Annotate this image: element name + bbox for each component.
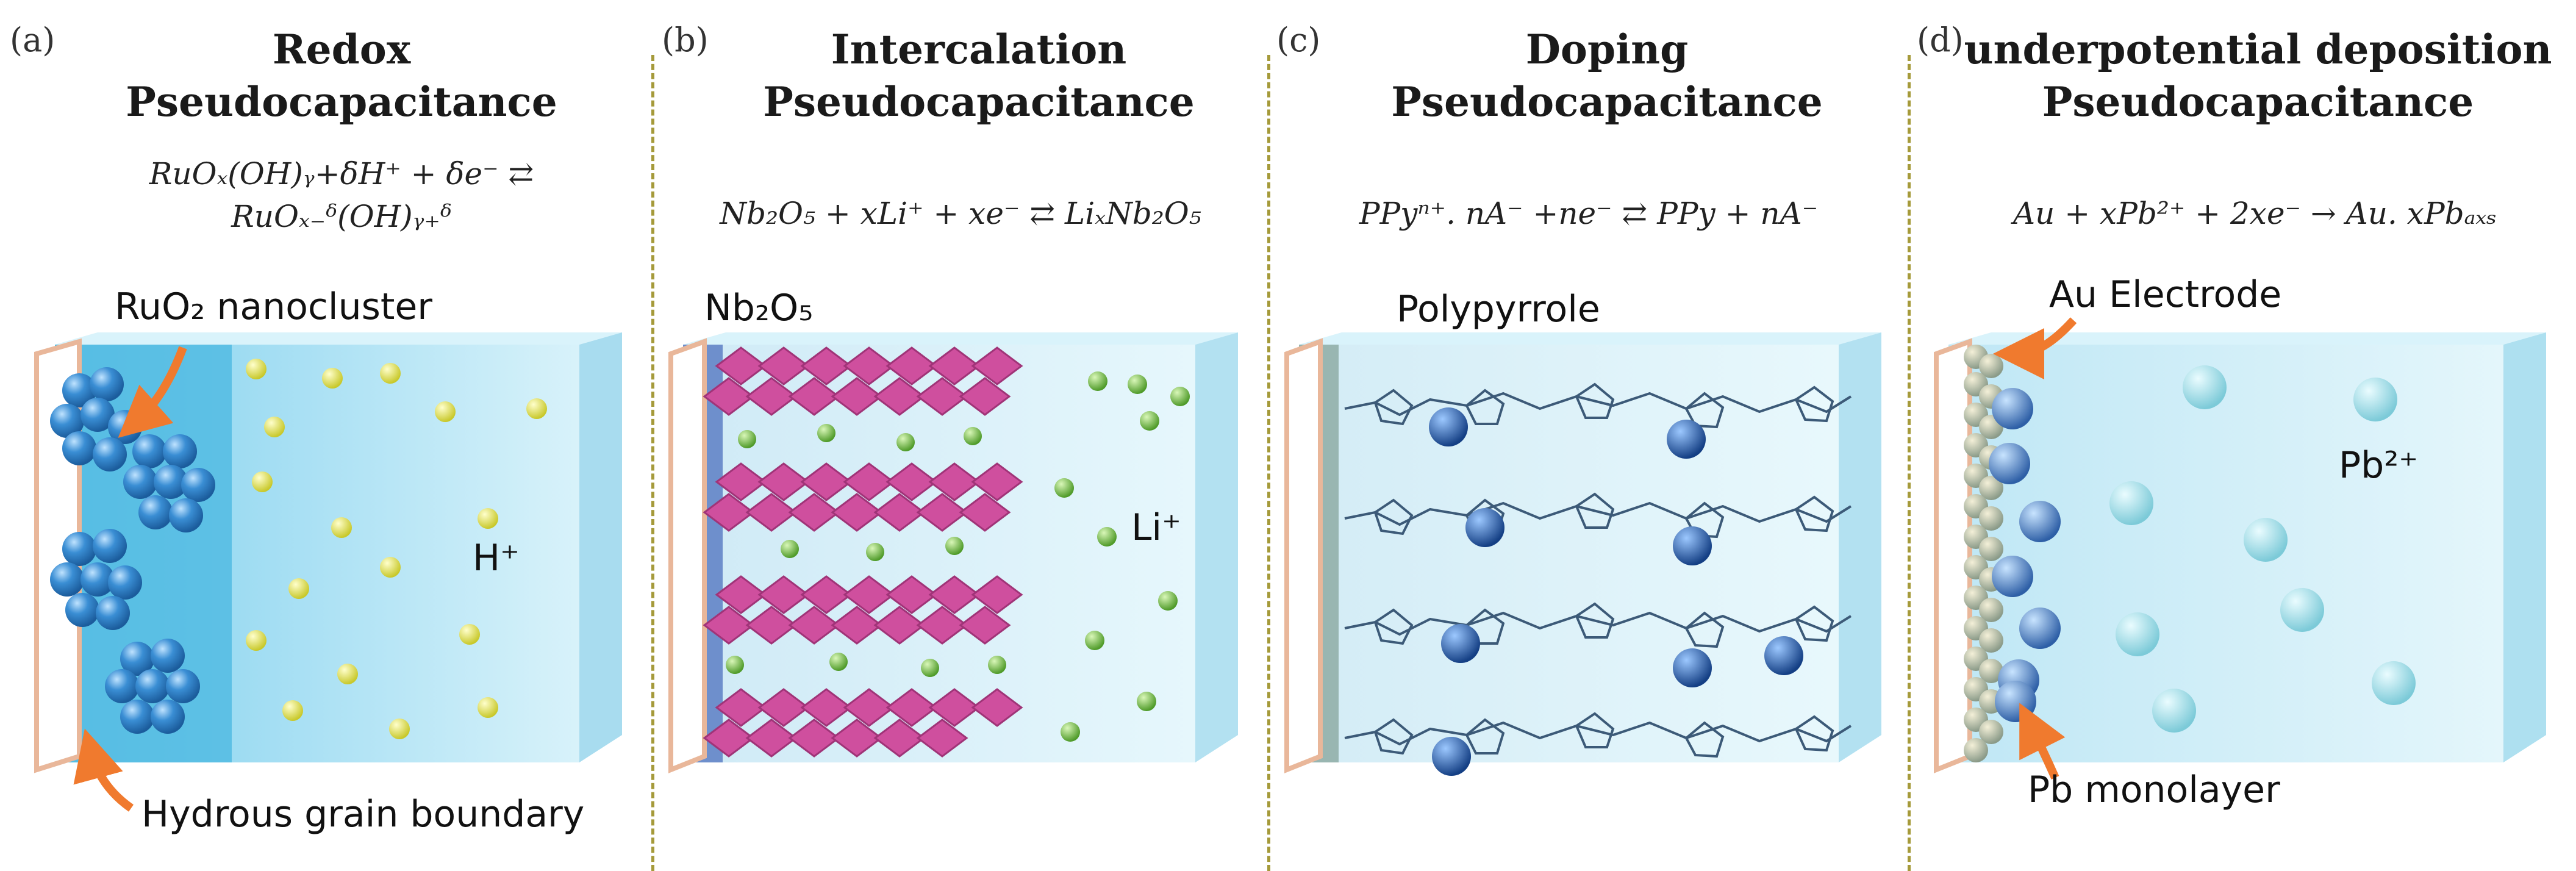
- monolayer-pointer-arrow: [2019, 703, 2066, 780]
- title-line-1: Intercalation: [831, 26, 1127, 73]
- panel-title: Redox Pseudocapacitance: [37, 23, 646, 128]
- proton-label: H⁺: [473, 537, 520, 579]
- equation-line-1: RuOₓ(OH)ᵧ+δH⁺ + δe⁻ ⇄: [149, 156, 534, 192]
- panel-label: (a): [10, 21, 55, 59]
- ruo2-label: RuO₂ nanocluster: [115, 285, 432, 328]
- equation-line-1: Nb₂O₅ + xLi⁺ + xe⁻ ⇄ LiₓNb₂O₅: [720, 196, 1201, 231]
- title-line-2: Pseudocapacitance: [763, 78, 1195, 126]
- panel-divider-3: [1908, 55, 1911, 871]
- panel-title: underpotential deposition Pseudocapacita…: [1942, 23, 2574, 128]
- reaction-equation: Au + xPb²⁺ + 2xe⁻ → Au. xPbₐₓₛ: [1936, 192, 2574, 235]
- panel-label: (c): [1276, 21, 1321, 59]
- anion-spheres: [1429, 407, 1803, 776]
- pb-monolayer-label: Pb monolayer: [2028, 769, 2280, 811]
- panel-divider-1: [651, 55, 654, 871]
- proton-dots: [246, 359, 547, 739]
- reaction-equation: RuOₓ(OH)ᵧ+δH⁺ + δe⁻ ⇄ RuOₓ₋ᵟ(OH)ᵧ₊ᵟ: [37, 152, 646, 238]
- li-ion-label: Li⁺: [1131, 506, 1181, 549]
- panel-title: Intercalation Pseudocapacitance: [692, 23, 1265, 128]
- title-line-1: Doping: [1525, 26, 1689, 73]
- pb-ion-spheres: [2109, 365, 2416, 733]
- reaction-equation: PPyⁿ⁺. nA⁻ +ne⁻ ⇄ PPy + nA⁻: [1272, 192, 1906, 235]
- electrolyte-top-face: [55, 332, 622, 345]
- panel-label: (d): [1917, 21, 1964, 59]
- panel-intercalation: (b) Intercalation Pseudocapacitance Nb₂O…: [656, 0, 1265, 871]
- intercalation-illustration: [668, 332, 1238, 773]
- ruo2-pointer-arrow: [118, 346, 187, 438]
- redox-illustration: [34, 332, 622, 812]
- title-line-1: Redox: [272, 26, 411, 73]
- ruo2-nanoclusters: [50, 367, 215, 734]
- electrolyte-side-face: [579, 332, 622, 762]
- title-line-2: Pseudocapacitance: [126, 78, 557, 126]
- doping-illustration: [1284, 332, 1881, 776]
- pb-monolayer-atoms: [1989, 388, 2061, 722]
- boundary-label: Hydrous grain boundary: [141, 793, 585, 836]
- title-line-1: underpotential deposition: [1964, 26, 2552, 73]
- boundary-pointer-arrow: [73, 728, 134, 812]
- equation-line-2: RuOₓ₋ᵟ(OH)ᵧ₊ᵟ: [231, 199, 452, 234]
- nb2o5-label: Nb₂O₅: [704, 287, 814, 329]
- upd-illustration: [1934, 317, 2546, 780]
- equation-line-1: Au + xPb²⁺ + 2xe⁻ → Au. xPbₐₓₛ: [2013, 196, 2497, 231]
- reaction-equation: Nb₂O₅ + xLi⁺ + xe⁻ ⇄ LiₓNb₂O₅: [656, 192, 1265, 235]
- nb2o5-octahedra-layers: [703, 346, 1023, 758]
- au-electrode-label: Au Electrode: [2049, 273, 2282, 316]
- panel-label: (b): [662, 21, 709, 59]
- title-line-2: Pseudocapacitance: [1391, 78, 1823, 126]
- polypyrrole-label: Polypyrrole: [1397, 288, 1600, 331]
- pb-ion-label: Pb²⁺: [2339, 444, 2418, 487]
- li-ion-dots: [726, 371, 1190, 742]
- panel-redox: (a) Redox Pseudocapacitance RuOₓ(OH)ᵧ+δH…: [0, 0, 646, 871]
- au-pointer-arrow: [1993, 317, 2077, 379]
- title-line-2: Pseudocapacitance: [2042, 78, 2474, 126]
- panel-divider-2: [1267, 55, 1270, 871]
- panel-title: Doping Pseudocapacitance: [1308, 23, 1906, 128]
- panel-upd: (d) underpotential deposition Pseudocapa…: [1912, 0, 2574, 871]
- equation-line-1: PPyⁿ⁺. nA⁻ +ne⁻ ⇄ PPy + nA⁻: [1359, 196, 1819, 231]
- panel-doping: (c) Doping Pseudocapacitance PPyⁿ⁺. nA⁻ …: [1272, 0, 1906, 871]
